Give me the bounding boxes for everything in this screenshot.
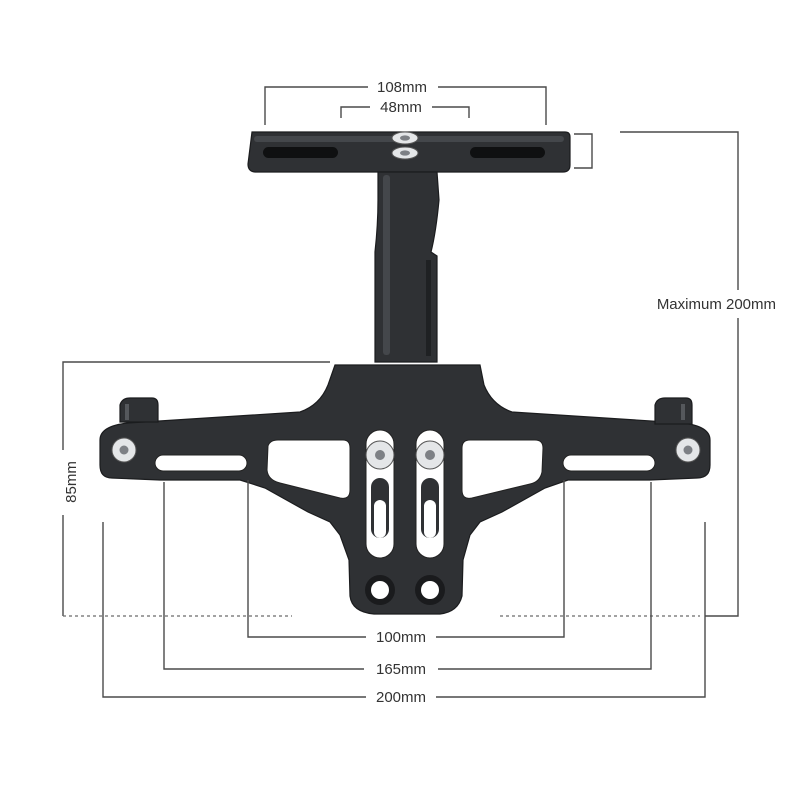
bolt-left	[111, 437, 137, 463]
dimension-label-100mm: 100mm	[376, 629, 426, 646]
dimension-100mm: 100mm	[247, 480, 565, 646]
bolt-center-right	[415, 440, 445, 470]
main-bracket	[99, 364, 711, 615]
dimension-label-200mm: 200mm	[376, 689, 426, 706]
hole-lower-left	[365, 575, 395, 605]
clip-right	[654, 397, 693, 425]
plate-thickness-bracket	[574, 133, 593, 169]
top-bolt-lower	[391, 146, 419, 160]
hole-lower-right	[415, 575, 445, 605]
cutout-left	[266, 439, 351, 499]
bolt-center-left	[365, 440, 395, 470]
dimension-165mm: 165mm	[163, 482, 652, 678]
dimension-label-85mm: 85mm	[63, 461, 80, 503]
dimension-label-48mm: 48mm	[380, 99, 422, 116]
slot-right	[562, 454, 656, 472]
clip-left	[119, 397, 159, 423]
dimension-label-108mm: 108mm	[377, 79, 427, 96]
top-slot-left	[263, 147, 338, 158]
top-slot-right	[470, 147, 545, 158]
dimension-label-max-height: Maximum 200mm	[657, 296, 776, 313]
top-bolt-upper	[391, 131, 419, 145]
dimension-108mm: 108mm	[264, 79, 547, 125]
top-mount-plate	[247, 131, 571, 173]
dimension-200mm: 200mm	[102, 522, 706, 706]
dimension-85mm: 85mm	[62, 361, 330, 617]
cutout-right	[461, 439, 544, 499]
dimension-48mm: 48mm	[340, 99, 470, 118]
slot-left	[154, 454, 248, 472]
support-arm	[374, 171, 440, 363]
dimension-max-height: Maximum 200mm	[500, 131, 776, 617]
bolt-right	[675, 437, 701, 463]
dimension-label-165mm: 165mm	[376, 661, 426, 678]
